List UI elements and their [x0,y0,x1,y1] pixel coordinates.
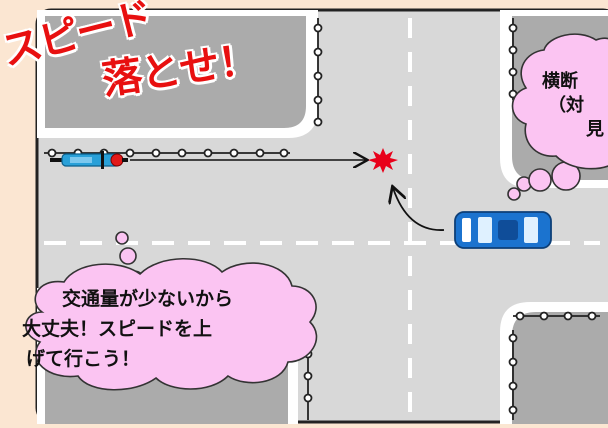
bubble-bottom-left-line2: 大丈夫！スピードを上 [22,318,213,340]
thought-bubble-bottom-left [25,231,318,391]
bubble-bottom-left-line1: 交通量が少ないから [62,288,234,310]
speed-down-headline: スピード 落とせ！ [0,0,330,104]
bubble-bottom-left-line3: げて行こう！ [26,348,141,370]
bubble-top-right-text: 横断 （対 見 [540,70,608,142]
bubble-bottom-left-text: 交通量が少ないから 大丈夫！スピードを上 げて行こう！ [22,284,322,374]
motorbike-topdown-icon [50,151,128,169]
car-topdown-icon [454,211,552,249]
bubble-top-right-line1: 横断 [542,71,578,92]
bubble-top-right-line2: （対 [548,95,584,116]
car-path-arrow [393,188,445,231]
collision-burst-icon [368,148,398,173]
bubble-top-right-line3: 見 [586,119,604,140]
thought-bubble-top-right [507,33,608,201]
lane-markings [44,18,600,420]
